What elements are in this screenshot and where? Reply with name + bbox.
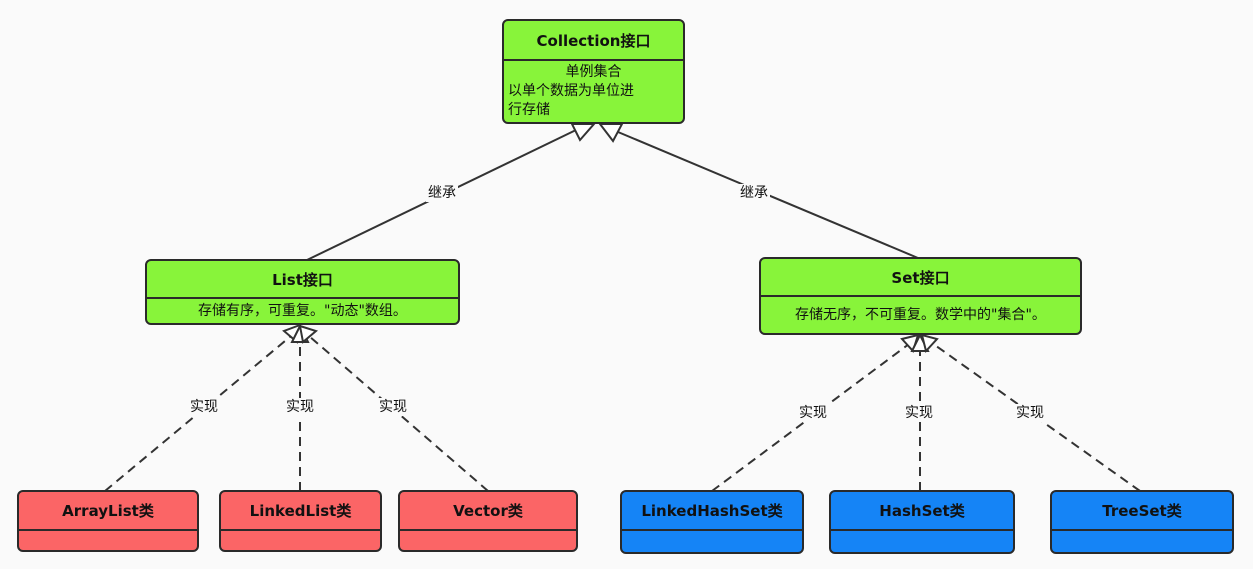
arraylist-class-title: ArrayList类	[19, 492, 197, 531]
linkedhashset-class-title: LinkedHashSet类	[622, 492, 802, 531]
hashset-class-box: HashSet类	[829, 490, 1015, 554]
linkedlist-class-box: LinkedList类	[219, 490, 382, 552]
collection-desc-line-2: 以单个数据为单位进	[508, 83, 634, 99]
collection-desc-line-1: 单例集合	[565, 64, 622, 80]
list-interface-desc: 存储有序，可重复。"动态"数组。	[198, 303, 407, 319]
implement-label-arraylist: 实现	[188, 398, 220, 416]
collection-interface-title: Collection接口	[504, 21, 683, 61]
inherit-label-list: 继承	[426, 184, 458, 202]
implement-label-linkedhashset: 实现	[797, 404, 829, 422]
vector-class-title: Vector类	[400, 492, 576, 531]
set-interface-desc: 存储无序，不可重复。数学中的"集合"。	[795, 307, 1046, 323]
list-interface-box: List接口 存储有序，可重复。"动态"数组。	[145, 259, 460, 325]
treeset-class-box: TreeSet类	[1050, 490, 1234, 554]
linkedlist-class-title: LinkedList类	[221, 492, 380, 531]
implement-edge-vector	[298, 324, 489, 492]
inherit-label-set: 继承	[738, 184, 770, 202]
implement-label-treeset: 实现	[1014, 404, 1046, 422]
vector-class-box: Vector类	[398, 490, 578, 552]
hashset-class-title: HashSet类	[831, 492, 1013, 531]
collection-interface-box: Collection接口 单例集合 以单个数据为单位进 行存储	[502, 19, 685, 124]
set-interface-title: Set接口	[761, 259, 1080, 297]
implement-label-hashset: 实现	[903, 404, 935, 422]
linkedhashset-class-box: LinkedHashSet类	[620, 490, 804, 554]
list-interface-title: List接口	[147, 261, 458, 299]
treeset-class-title: TreeSet类	[1052, 492, 1232, 531]
arraylist-class-box: ArrayList类	[17, 490, 199, 552]
implement-label-vector: 实现	[377, 398, 409, 416]
implement-label-linkedlist: 实现	[284, 398, 316, 416]
collection-interface-desc: 单例集合 以单个数据为单位进 行存储	[504, 61, 683, 122]
set-interface-box: Set接口 存储无序，不可重复。数学中的"集合"。	[759, 257, 1082, 335]
collection-desc-line-3: 行存储	[508, 102, 550, 118]
